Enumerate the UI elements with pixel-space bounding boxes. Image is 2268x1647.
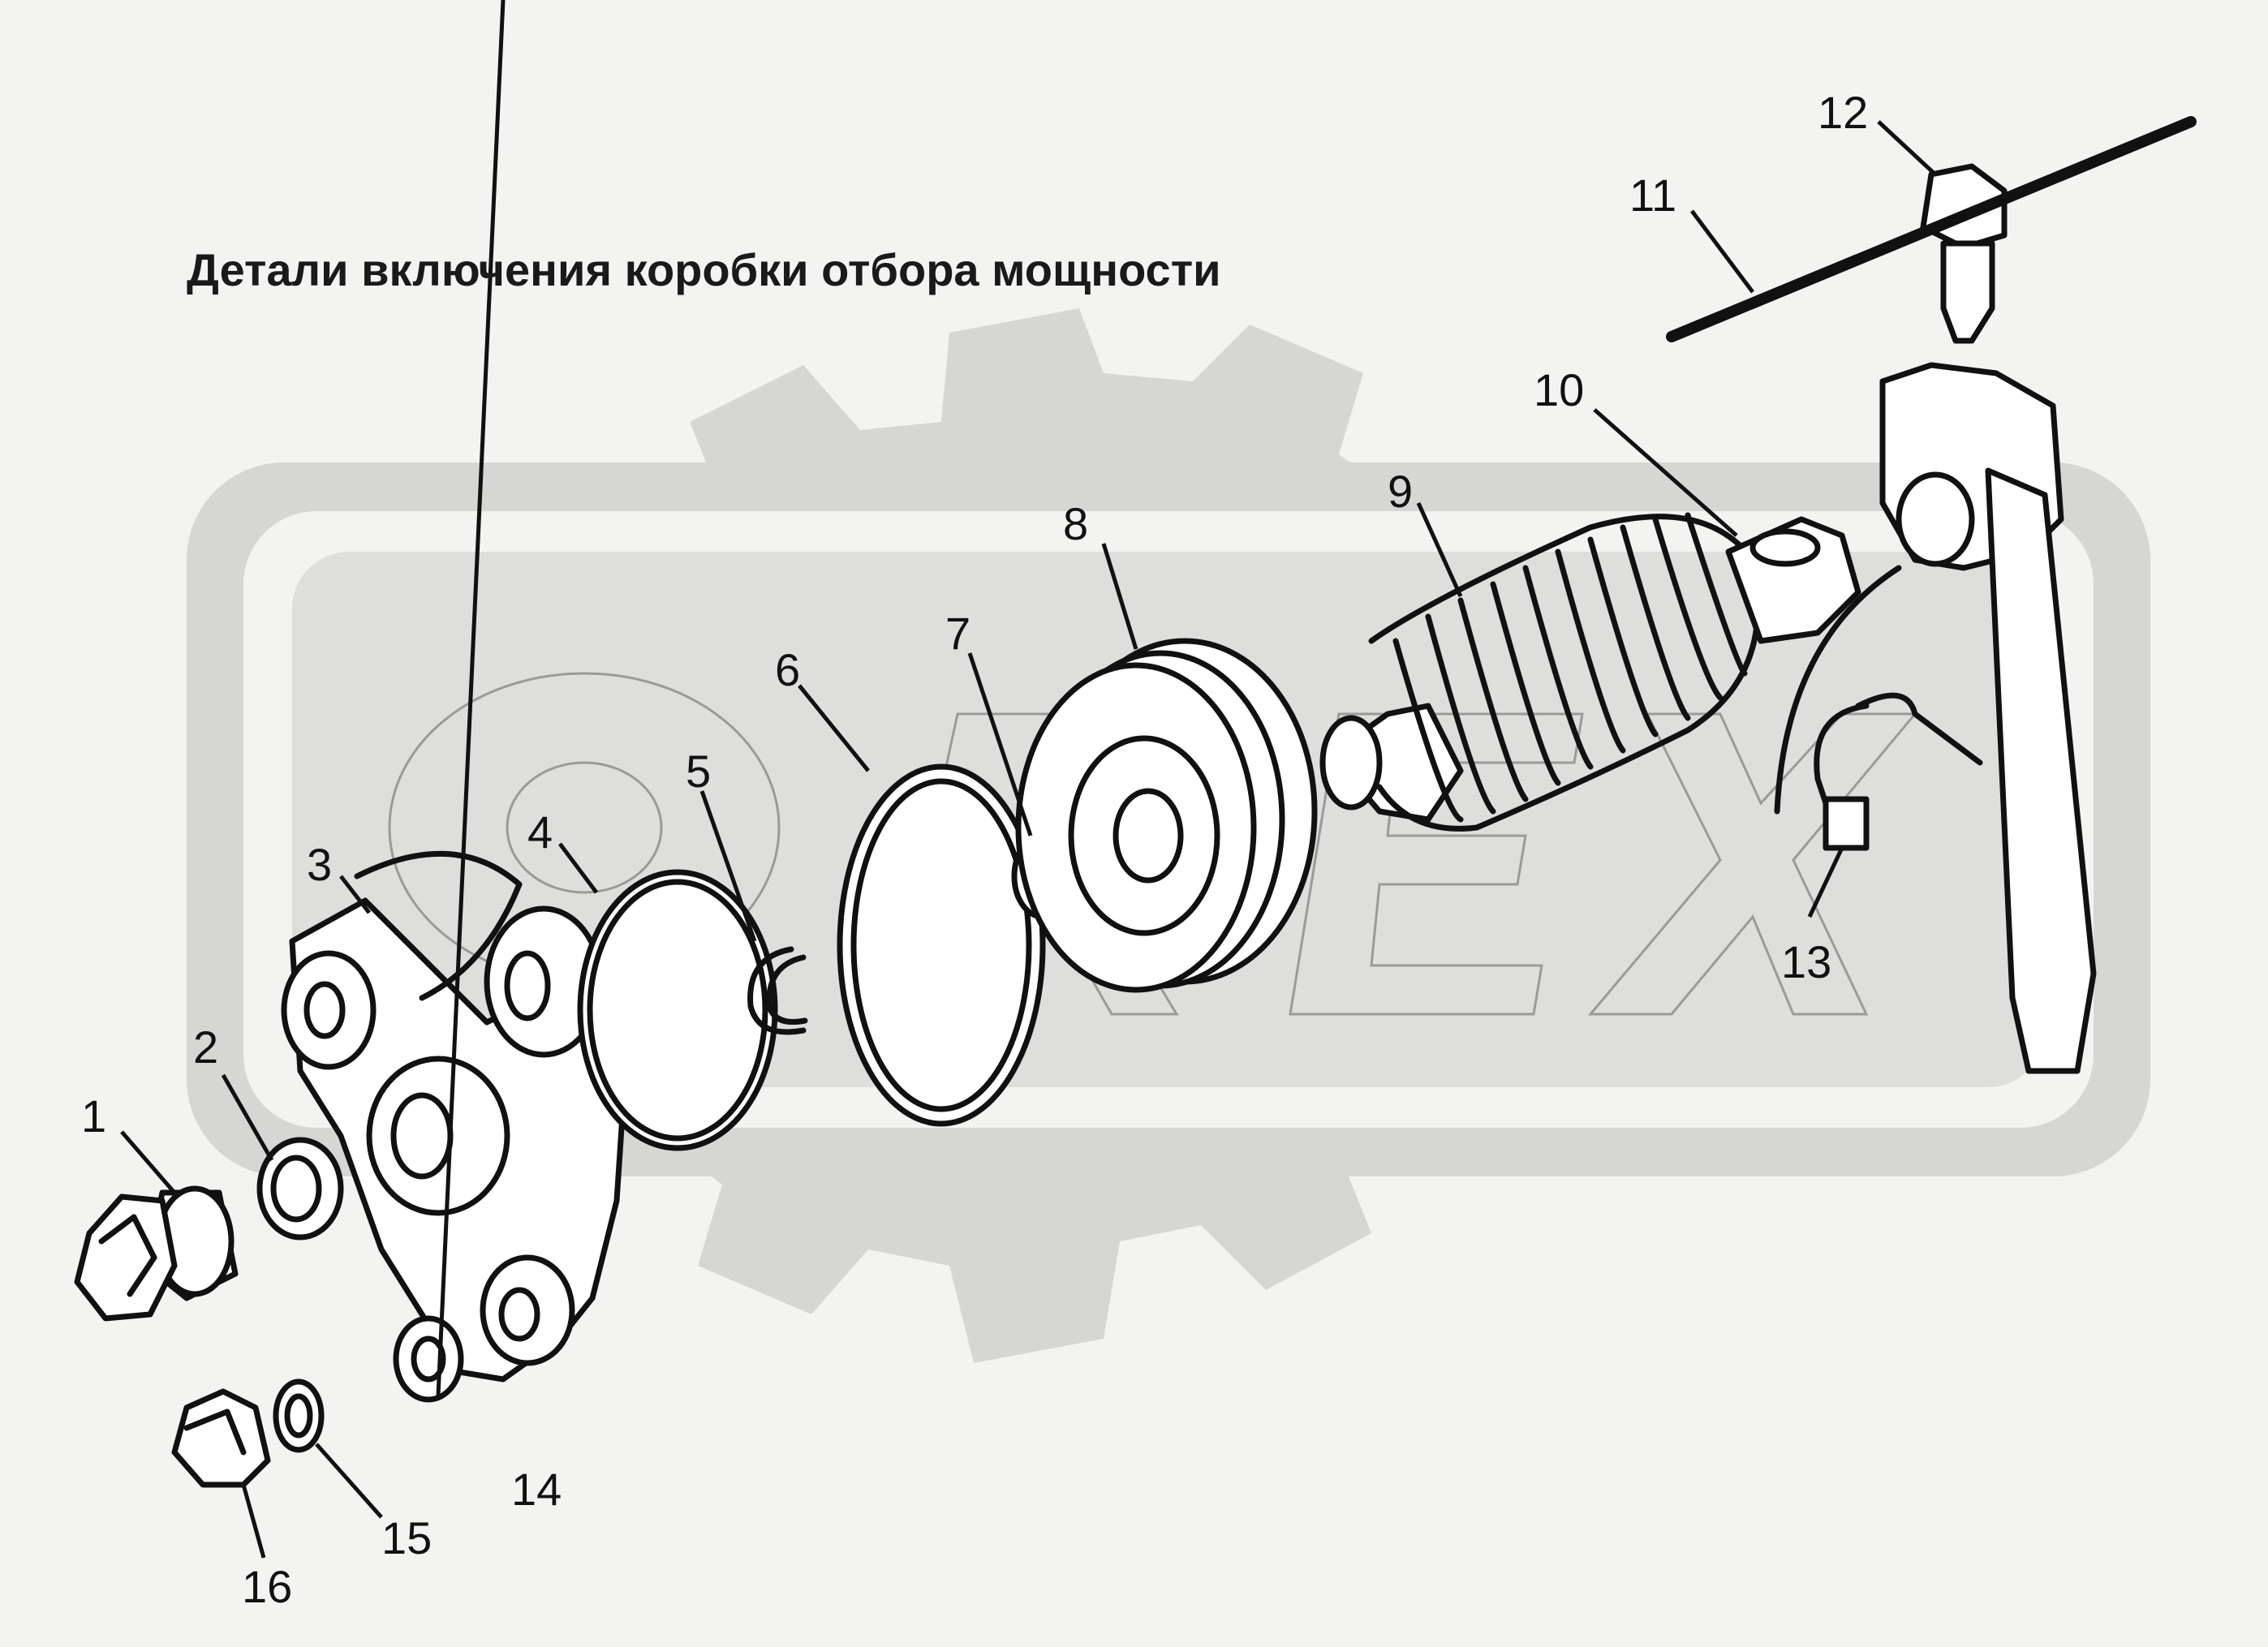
- callout-12: 12: [1818, 87, 1868, 138]
- callout-labels: 1 2 3 4 5 6 7 8 9 10 11 12 13 14 15 16: [81, 87, 1868, 1612]
- callout-7: 7: [945, 608, 970, 659]
- callout-8: 8: [1063, 498, 1088, 549]
- part-15-spring-washer: [273, 1378, 325, 1453]
- diagram-title: Детали включения коробки отбора мощности: [187, 244, 1221, 295]
- part-11-pin: [1666, 116, 2197, 342]
- leader-lines: [120, 0, 1937, 1559]
- callout-2: 2: [193, 1021, 218, 1073]
- callout-5: 5: [686, 746, 711, 797]
- part-12-fork-assembly: [1774, 163, 2097, 1074]
- callout-10: 10: [1534, 364, 1584, 415]
- part-16-nut: [171, 1388, 271, 1488]
- callout-15: 15: [381, 1512, 432, 1563]
- part-13-clip: [1814, 703, 1870, 851]
- callout-4: 4: [527, 806, 553, 858]
- part-1-bushing: [74, 1185, 239, 1322]
- part-3-lever: [281, 850, 628, 1383]
- callout-14: 14: [511, 1464, 562, 1515]
- part-2-ring: [256, 1137, 344, 1241]
- part-9-spring: [1319, 512, 1761, 832]
- part-4-oring: [577, 869, 778, 1151]
- callout-1: 1: [81, 1090, 106, 1142]
- callout-13: 13: [1781, 936, 1831, 987]
- callout-6: 6: [775, 644, 800, 695]
- callout-3: 3: [307, 839, 332, 890]
- part-6-ring: [837, 763, 1046, 1127]
- callout-9: 9: [1388, 466, 1413, 517]
- part-8-piston: [1015, 638, 1318, 993]
- callout-16: 16: [242, 1561, 292, 1612]
- part-5-circlip: [747, 946, 808, 1035]
- callout-11: 11: [1629, 170, 1676, 221]
- part-14-washer: [393, 1315, 464, 1403]
- part-10-rod: [1725, 516, 1861, 644]
- watermark-letter-o-inner: [506, 761, 663, 894]
